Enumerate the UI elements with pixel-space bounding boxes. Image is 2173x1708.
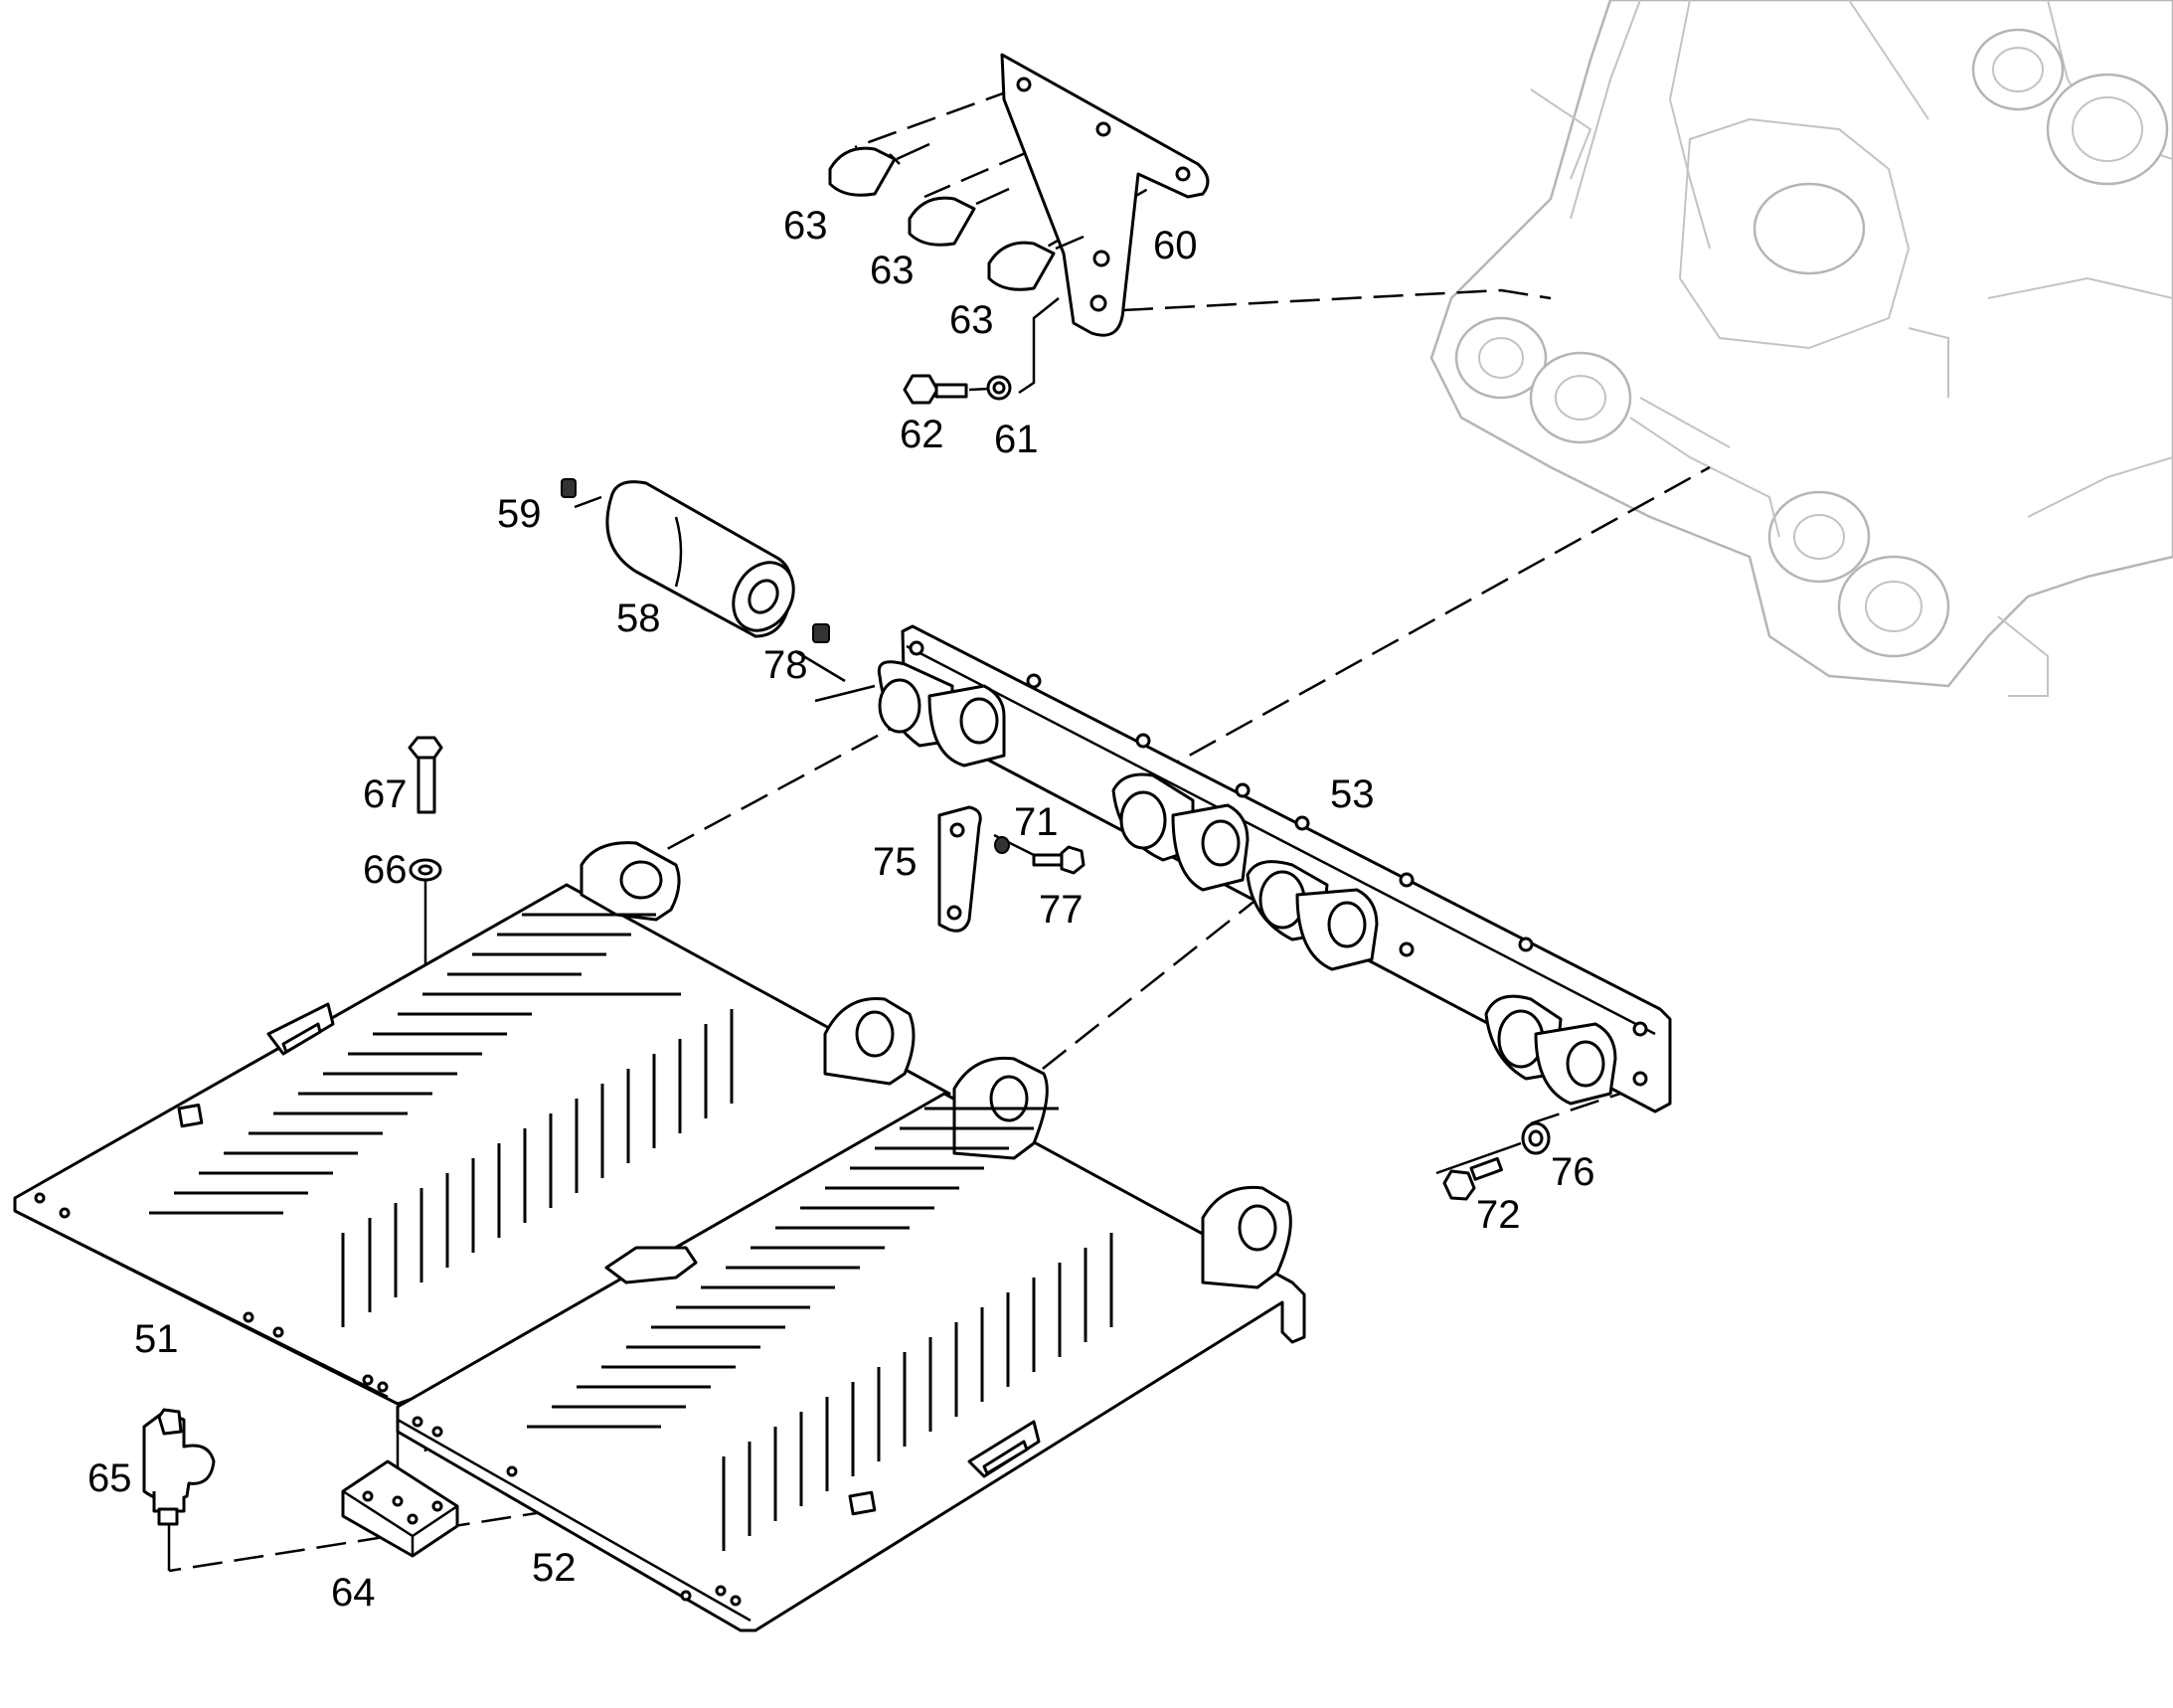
grease-nipple-part-78 xyxy=(812,623,830,643)
bushing-part-58 xyxy=(605,480,795,638)
hinge-bar-part-53 xyxy=(877,624,1672,1113)
callout-labels: 63 63 63 60 62 61 59 58 78 53 67 66 71 7… xyxy=(87,204,1595,1615)
rubber-stop-63-a xyxy=(828,142,930,197)
callout-64: 64 xyxy=(331,1571,376,1615)
adjuster-part-65 xyxy=(142,1408,216,1526)
bracket-part-60 xyxy=(1000,53,1210,337)
callout-67: 67 xyxy=(363,772,408,816)
floor-plate-part-52 xyxy=(396,1056,1306,1632)
callout-61: 61 xyxy=(994,418,1039,461)
rubber-stop-63-b xyxy=(908,187,1010,247)
callout-78: 78 xyxy=(763,643,808,687)
callout-65: 65 xyxy=(87,1456,132,1500)
bolt-part-67 xyxy=(408,736,443,814)
bolt-part-72 xyxy=(1442,1156,1503,1201)
callout-63: 63 xyxy=(870,249,915,292)
washer-part-61 xyxy=(986,375,1012,401)
pad-part-64 xyxy=(341,1459,459,1558)
bolt-part-62 xyxy=(903,374,968,405)
grease-nipple-part-59 xyxy=(561,478,577,498)
latch-plate-part-75 xyxy=(937,805,982,933)
vent-slots-51 xyxy=(149,913,734,1327)
callout-51: 51 xyxy=(134,1317,179,1361)
callout-76: 76 xyxy=(1551,1150,1595,1194)
callout-59: 59 xyxy=(497,492,542,536)
washer-part-71 xyxy=(994,836,1010,854)
callout-71: 71 xyxy=(1014,800,1059,844)
callout-58: 58 xyxy=(616,597,661,640)
callout-60: 60 xyxy=(1153,224,1198,267)
rubber-stop-63-c xyxy=(987,235,1085,291)
callout-72: 72 xyxy=(1476,1193,1521,1237)
callout-75: 75 xyxy=(873,840,918,884)
loader-frame xyxy=(1429,0,2173,697)
washer-part-76 xyxy=(1521,1121,1551,1155)
callout-63: 63 xyxy=(949,298,994,342)
bolt-part-77 xyxy=(1032,845,1086,875)
callout-62: 62 xyxy=(900,413,944,456)
floor-plate-part-51 xyxy=(13,841,951,1406)
vent-slots-52 xyxy=(527,1107,1113,1551)
callout-66: 66 xyxy=(363,848,408,892)
callout-53: 53 xyxy=(1330,772,1375,816)
callout-63: 63 xyxy=(783,204,828,248)
callout-77: 77 xyxy=(1039,888,1084,932)
callout-52: 52 xyxy=(532,1546,577,1590)
washer-part-66 xyxy=(409,858,442,882)
